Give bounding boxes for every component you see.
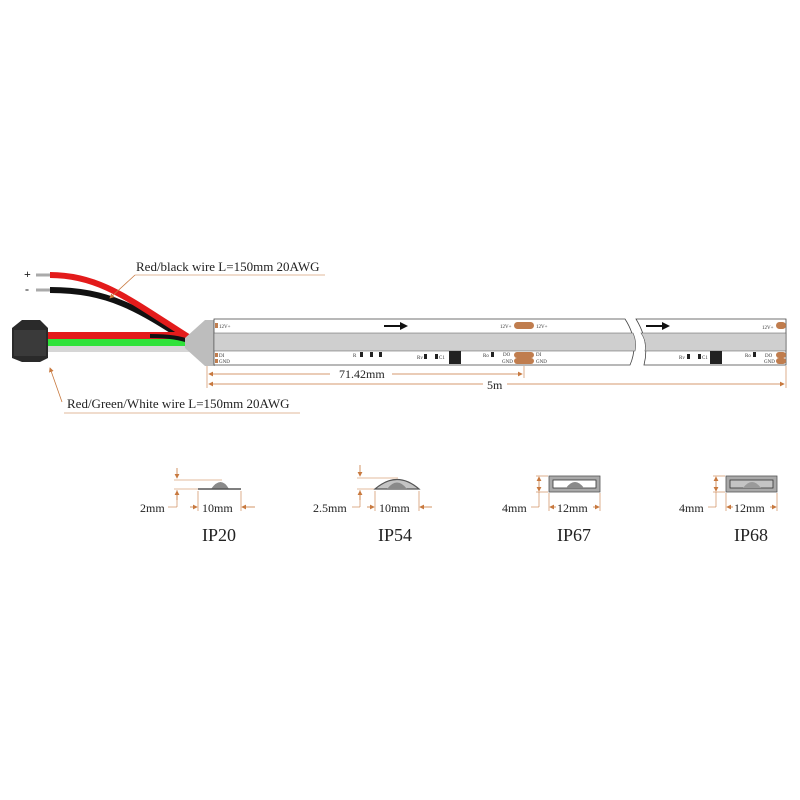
ip67-width: 12mm	[557, 501, 588, 515]
svg-text:C1: C1	[702, 356, 708, 361]
jst-connector	[12, 320, 48, 362]
ip67-label: IP67	[557, 525, 591, 545]
resistor-label: R	[353, 354, 357, 359]
ip68-label: IP68	[734, 525, 768, 545]
resistor-ro-label: Ro	[483, 354, 489, 359]
pad-12v-label: 12V+	[219, 325, 231, 330]
svg-text:Rv: Rv	[679, 356, 685, 361]
svg-text:DI: DI	[536, 353, 542, 358]
svg-text:12V+: 12V+	[762, 326, 774, 331]
ip54-width: 10mm	[379, 501, 410, 515]
power-wire-label: Red/black wire L=150mm 20AWG	[136, 259, 320, 274]
profile-ip67: 4mm 12mm IP67	[502, 475, 601, 545]
total-length-dimension: 5m	[208, 366, 787, 392]
white-wire	[45, 346, 193, 352]
svg-text:GND: GND	[502, 360, 513, 365]
capacitor-c1-label: C1	[439, 356, 445, 361]
svg-text:GND: GND	[764, 360, 775, 365]
svg-text:12V+: 12V+	[500, 325, 512, 330]
direction-arrow-icon	[384, 322, 408, 330]
direction-arrow-icon	[646, 322, 670, 330]
signal-wire-label: Red/Green/White wire L=150mm 20AWG	[67, 396, 290, 411]
svg-text:DO: DO	[503, 353, 511, 358]
profile-ip54: 2.5mm 10mm IP54	[313, 465, 432, 545]
ip54-height: 2.5mm	[313, 501, 347, 515]
plus-label: +	[24, 267, 31, 281]
led-strip-segment-2: 12V+ Rv C1 Ro DO GND	[635, 318, 787, 366]
green-wire	[45, 339, 190, 346]
svg-text:12V+: 12V+	[536, 325, 548, 330]
pad-gnd-label: GND	[219, 360, 230, 365]
signal-wires	[45, 332, 193, 352]
ip20-label: IP20	[202, 525, 236, 545]
cut-pad	[514, 322, 534, 329]
ip20-height: 2mm	[140, 501, 165, 515]
minus-label: -	[25, 282, 29, 296]
resistor-rv-label: Rv	[417, 356, 423, 361]
pad-di-label: DI	[219, 354, 225, 359]
ip54-label: IP54	[378, 525, 412, 545]
svg-text:GND: GND	[536, 360, 547, 365]
power-wires: + -	[24, 267, 192, 345]
ip67-height: 4mm	[502, 501, 527, 515]
svg-text:DO: DO	[765, 354, 773, 359]
profile-ip20: 2mm 10mm IP20	[140, 468, 255, 545]
led-strip-segment-1: 12V+ DI GND R Rv C1 Ro 12V+ 12V+ DO GND …	[213, 318, 636, 366]
ip68-height: 4mm	[679, 501, 704, 515]
segment-length-dimension: 71.42mm	[206, 366, 525, 388]
ip68-width: 12mm	[734, 501, 765, 515]
svg-text:Ro: Ro	[745, 354, 751, 359]
red-signal-wire	[45, 332, 185, 339]
black-wire	[49, 287, 192, 345]
segment-length-label: 71.42mm	[339, 367, 385, 381]
profile-ip68: 4mm 12mm IP68	[679, 475, 778, 545]
ip20-width: 10mm	[202, 501, 233, 515]
total-length-label: 5m	[487, 378, 503, 392]
ic-chip	[449, 351, 461, 364]
strip-end-cap	[185, 320, 215, 366]
